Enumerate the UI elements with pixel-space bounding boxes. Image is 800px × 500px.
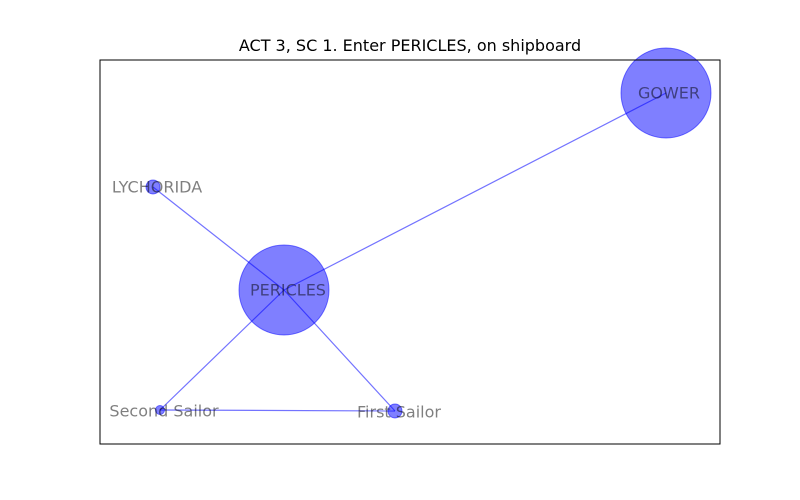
node-pericles bbox=[238, 244, 330, 336]
node-label-second-sailor: Second Sailor bbox=[109, 402, 219, 421]
edge-pericles-gower bbox=[283, 92, 667, 291]
plot-frame bbox=[99, 59, 721, 445]
edge-second-sailor-first-sailor bbox=[159, 409, 396, 412]
node-lychorida bbox=[145, 179, 161, 195]
node-layer bbox=[145, 47, 712, 419]
node-label-first-sailor: First Sailor bbox=[357, 403, 441, 422]
node-label-lychorida: LYCHORIDA bbox=[112, 178, 202, 197]
node-label-gower: GOWER bbox=[638, 84, 700, 103]
node-gower bbox=[620, 47, 712, 139]
node-second-sailor bbox=[155, 405, 165, 415]
label-layer: GOWER LYCHORIDA PERICLES Second Sailor First… bbox=[109, 84, 700, 422]
chart-title: ACT 3, SC 1. Enter PERICLES, on shipboar… bbox=[239, 36, 581, 55]
node-first-sailor bbox=[387, 403, 403, 419]
node-label-pericles: PERICLES bbox=[250, 281, 326, 300]
